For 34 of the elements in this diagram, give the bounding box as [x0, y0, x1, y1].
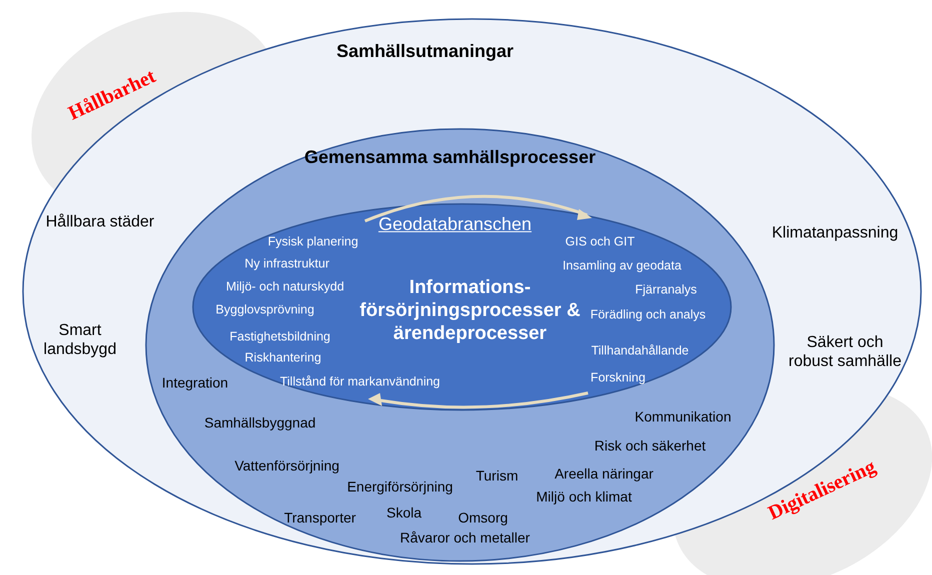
heading: Gemensamma samhällsprocesser — [304, 147, 596, 169]
activity-label: Insamling av geodata — [562, 258, 682, 274]
activity-label: Tillhandahållande — [591, 344, 689, 358]
process-label: Integration — [162, 374, 228, 392]
activity-label: Fjärranalys — [635, 282, 697, 298]
activity-label: Ny infrastruktur — [244, 256, 330, 272]
process-label: Råvaror och metaller — [400, 530, 530, 546]
activity-label: Forskning — [590, 370, 646, 386]
process-label: Kommunikation — [634, 408, 732, 426]
process-label: Skola — [386, 504, 422, 522]
process-label: Omsorg — [458, 510, 508, 526]
challenge-label: Hållbara städer — [46, 212, 154, 232]
activity-label: Förädling och analys — [590, 308, 706, 322]
sector-heading: Geodatabranschen — [378, 214, 532, 236]
core-process-label: Informations- försörjningsprocesser & ärendeprocesser — [358, 276, 582, 346]
process-label: Areella näringar — [554, 466, 654, 482]
process-label: Risk och säkerhet — [594, 438, 706, 454]
activity-label: Riskhantering — [244, 350, 322, 366]
activity-label: Miljö- och naturskydd — [226, 280, 344, 294]
process-label: Miljö och klimat — [536, 488, 632, 506]
activity-label: GIS och GIT — [565, 234, 635, 250]
activity-label: Tillstånd för markanvändning — [280, 374, 440, 390]
challenge-label: Smart landsbygd — [42, 320, 118, 360]
challenge-label: Säkert och robust samhälle — [788, 332, 902, 372]
activity-label: Bygglovsprövning — [216, 302, 314, 318]
process-label: Transporter — [284, 510, 356, 526]
process-label: Energiförsörjning — [347, 478, 453, 496]
challenge-label: Klimatanpassning — [772, 223, 898, 243]
activity-label: Fastighetsbildning — [230, 330, 330, 344]
process-label: Samhällsbyggnad — [204, 414, 316, 432]
process-label: Turism — [476, 468, 518, 484]
activity-label: Fysisk planering — [268, 234, 358, 250]
process-label: Vattenförsörjning — [234, 458, 340, 474]
heading: Samhällsutmaningar — [336, 41, 514, 63]
